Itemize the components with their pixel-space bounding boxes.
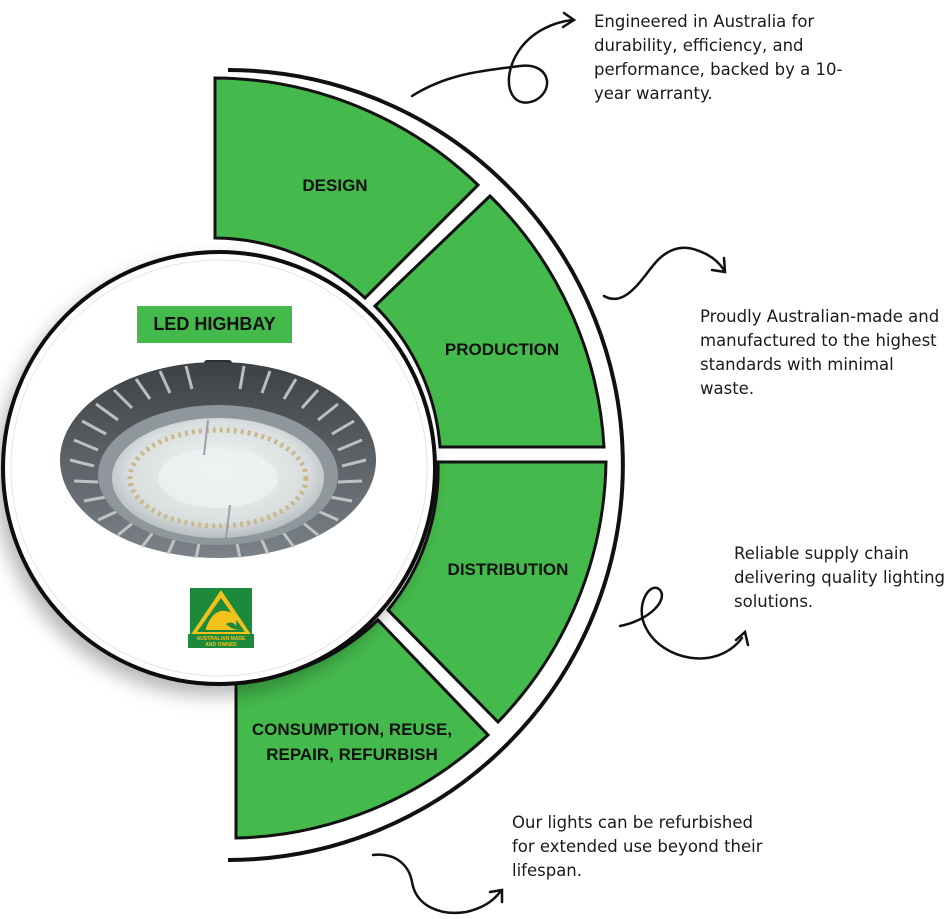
segment-distribution-shape [385,460,608,725]
segment-consumption-label-line1: CONSUMPTION, REUSE, [252,720,452,739]
product-title-badge: LED HIGHBAY [137,306,292,343]
callout-distribution: Reliable supply chain delivering quality… [734,544,946,611]
production-arrow-icon [602,246,727,300]
australian-made-logo: AUSTRALIAN MADE AND OWNED [188,588,254,648]
callout-design: Engineered in Australia for durability, … [594,12,843,103]
led-highbay-image [60,360,376,559]
segment-design: DESIGN [213,76,481,301]
segment-design-shape [213,76,481,301]
callout-production: Proudly Australian-made and manufactured… [700,307,940,398]
svg-text:AND OWNED: AND OWNED [205,642,237,648]
segment-distribution: DISTRIBUTION [385,460,608,725]
svg-text:AUSTRALIAN MADE: AUSTRALIAN MADE [197,636,246,642]
segment-distribution-label: DISTRIBUTION [448,560,569,579]
segment-consumption-label-line2: REPAIR, REFURBISH [266,745,438,764]
distribution-arrow-icon [618,586,750,660]
callout-consumption: Our lights can be refurbished for extend… [512,813,763,880]
wheel-outline [227,68,625,862]
segment-design-label: DESIGN [302,176,367,195]
segment-production-shape [372,193,606,449]
segment-production: PRODUCTION [372,193,606,449]
segment-consumption: CONSUMPTION, REUSE, REPAIR, REFURBISH [234,617,491,840]
consumption-arrow-icon [371,853,504,915]
design-arrow-icon [410,11,577,104]
segment-production-label: PRODUCTION [445,340,559,359]
